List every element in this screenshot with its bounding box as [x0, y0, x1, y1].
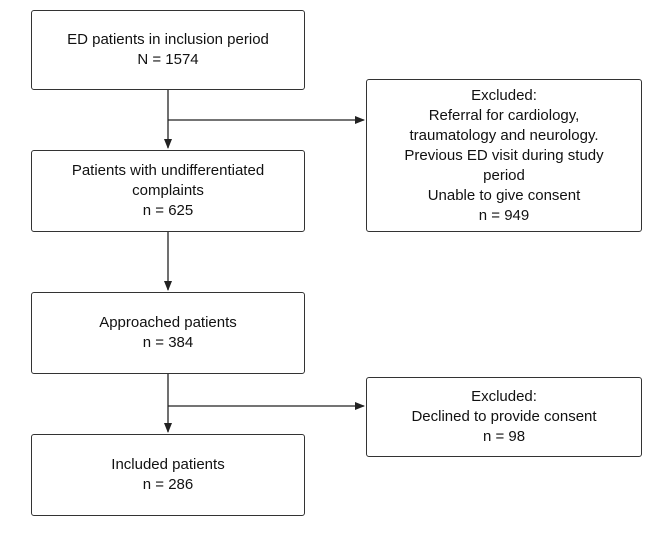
excluded-2-box: Excluded: Declined to provide consent n … [366, 377, 642, 457]
excluded-2-title: Excluded: [471, 388, 537, 405]
excluded-2-reason: Declined to provide consent [411, 408, 597, 425]
undifferentiated-count: n = 625 [142, 202, 194, 219]
approached-box: Approached patients n = 384 [31, 292, 305, 374]
excluded-1-reason: Referral for cardiology, traumatology an… [409, 106, 599, 144]
ed-patients-title: ED patients in inclusion period [67, 31, 269, 48]
excluded-1-box: Excluded: Referral for cardiology, traum… [366, 79, 642, 232]
approached-title: Approached patients [99, 314, 237, 331]
excluded-1-reason: Previous ED visit during study period [404, 146, 604, 184]
excluded-1-count: n = 949 [478, 206, 530, 224]
undifferentiated-box: Patients with undifferentiated complaint… [31, 150, 305, 232]
excluded-1-reason: Unable to give consent [427, 186, 581, 204]
excluded-2-count: n = 98 [482, 428, 526, 445]
approached-count: n = 384 [142, 334, 194, 351]
undifferentiated-title: Patients with undifferentiated complaint… [71, 162, 265, 199]
ed-patients-box: ED patients in inclusion period N = 1574 [31, 10, 305, 90]
excluded-1-title: Excluded: [471, 86, 537, 104]
ed-patients-count: N = 1574 [137, 51, 199, 68]
included-title: Included patients [111, 456, 225, 473]
included-box: Included patients n = 286 [31, 434, 305, 516]
included-count: n = 286 [142, 476, 194, 493]
